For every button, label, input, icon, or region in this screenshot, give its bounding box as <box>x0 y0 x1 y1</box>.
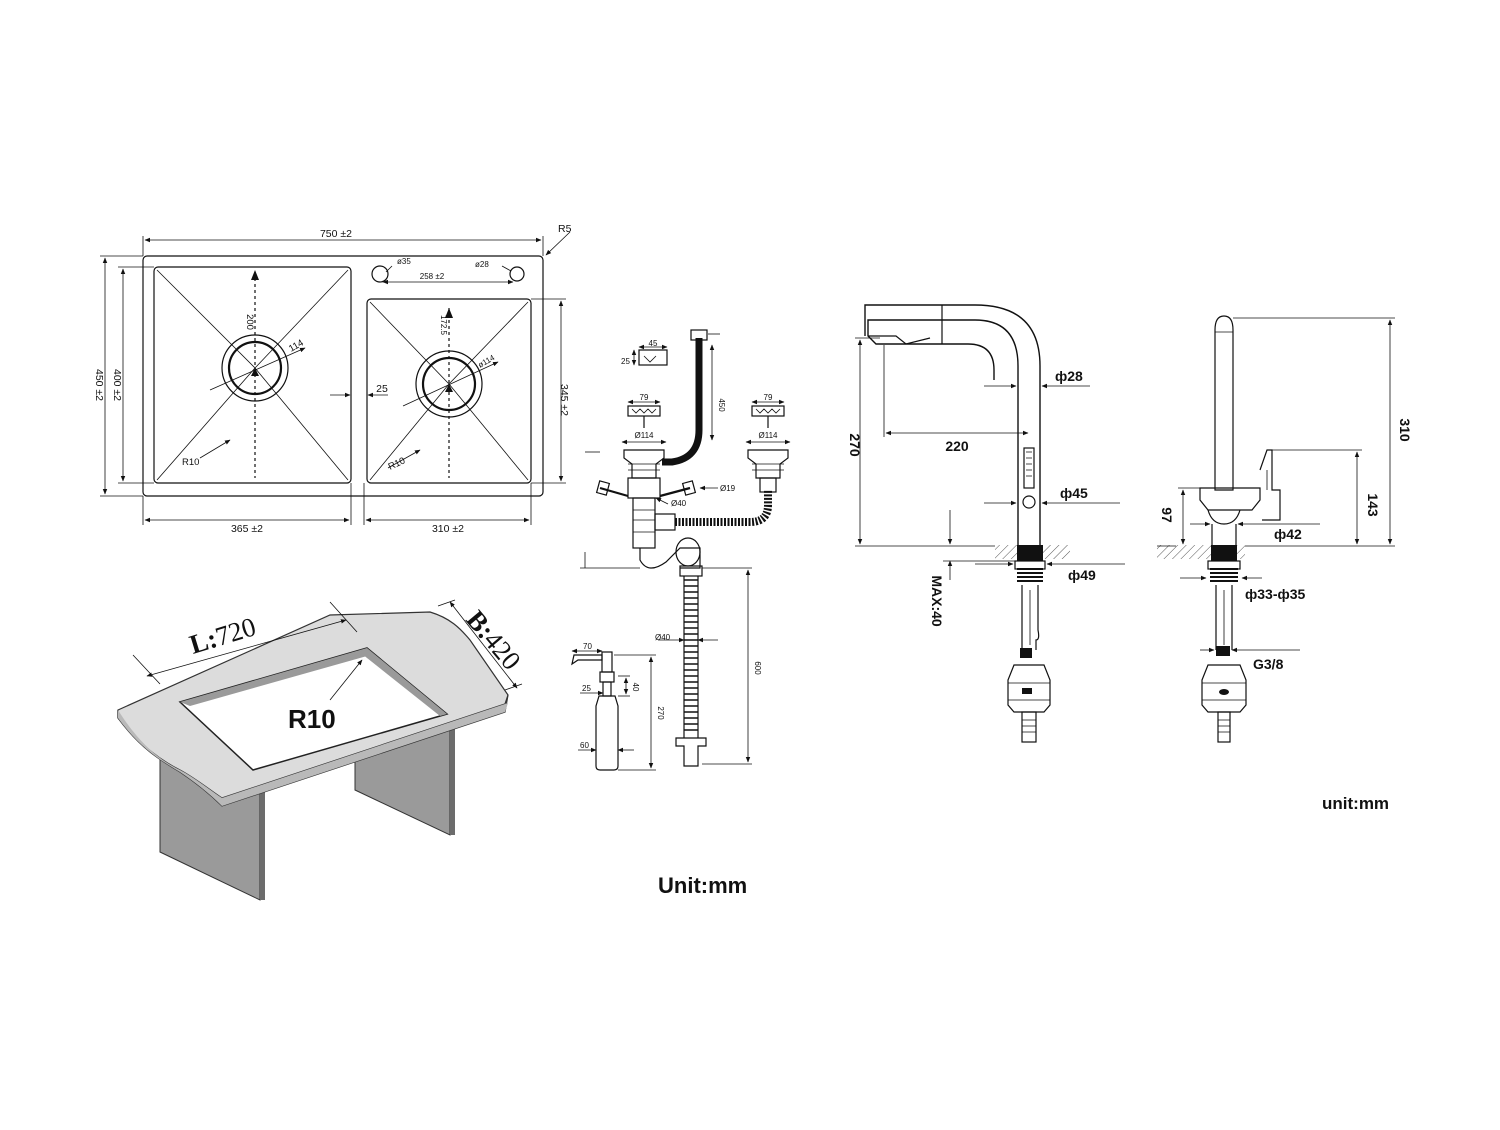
outlet-pipe <box>683 576 699 738</box>
dispenser-height-label: 270 <box>656 706 665 720</box>
overflow-cover <box>638 349 668 366</box>
tap-hole-left-label: ø35 <box>397 257 411 266</box>
dispenser-bottle-label: 60 <box>580 741 589 750</box>
cutout-radius-label: R10 <box>288 704 336 734</box>
front-height-label: 310 <box>1397 418 1413 442</box>
corner-radius-label: R5 <box>558 223 572 235</box>
soap-dispenser: 70 25 40 270 60 <box>571 642 665 771</box>
tap-hole-right <box>509 266 525 282</box>
strainer-left <box>627 405 661 417</box>
tap-spacing-label: 258 ±2 <box>420 272 445 281</box>
left-drain-offset-label: 200 <box>244 314 255 330</box>
lever-height-label: 97 <box>1159 507 1175 523</box>
overall-depth-label: 450 ±2 <box>93 369 105 401</box>
sink-outline <box>142 255 544 497</box>
left-radius-label: R10 <box>182 457 199 468</box>
faucet-front-handle <box>1259 449 1281 521</box>
length-value: 720 <box>212 611 260 652</box>
cutout-isometric: L:720 B:420 R10 <box>117 599 527 901</box>
overall-width-label: 750 ±2 <box>320 228 352 240</box>
dispenser-neck-label: 25 <box>582 684 591 693</box>
strainer-right-top-label: 79 <box>764 393 773 402</box>
inlet-40-label: Ø40 <box>671 499 687 508</box>
right-drain-offset-label: 172.5 <box>439 315 448 336</box>
pipe-40-label: Ø40 <box>655 633 671 642</box>
faucet-side-body <box>867 319 1019 545</box>
main-unit-label: Unit:mm <box>658 873 747 898</box>
drain-kit: 45 25 450 79 Ø114 Ø19 Ø40 <box>580 329 791 767</box>
thread-label: G3/8 <box>1253 656 1284 672</box>
sink-plan-view: 750 ±2 R5 ø35 ø28 258 ±2 200 114 172.5 ø… <box>93 223 572 535</box>
faucet-side-connector <box>1007 664 1051 713</box>
faucet-unit-label: unit:mm <box>1322 794 1389 813</box>
right-bowl <box>366 298 532 484</box>
overflow-width-label: 45 <box>649 339 658 348</box>
max-thickness-label: MAX:40 <box>929 575 945 627</box>
drain-tee <box>632 497 656 549</box>
divider-width-label: 25 <box>376 383 388 395</box>
overflow-height-label: 25 <box>621 357 630 366</box>
tap-hole-left <box>371 265 389 283</box>
hose-length-label: 450 <box>717 398 726 412</box>
right-radius-label: R10 <box>387 455 407 472</box>
right-bowl-width-label: 310 ±2 <box>432 523 464 535</box>
strainer-left-dia-label: Ø114 <box>635 431 655 440</box>
dispenser-bottle <box>595 695 619 771</box>
inner-depth-right-label: 345 ±2 <box>558 384 570 416</box>
side-reach-label: 220 <box>945 438 969 454</box>
basket-right <box>747 449 789 479</box>
strainer-right <box>751 405 785 417</box>
body-dia-label: ф45 <box>1060 485 1088 501</box>
connector-hose <box>675 490 772 526</box>
overflow-hose <box>662 338 703 466</box>
pipe-length-label: 600 <box>753 661 762 675</box>
base-dia-label: ф49 <box>1068 567 1096 583</box>
left-bowl-width-label: 365 ±2 <box>231 523 263 535</box>
dispenser-spout-label: 70 <box>583 642 592 651</box>
tap-hole-right-label: ø28 <box>475 260 489 269</box>
strainer-left-top-label: 79 <box>640 393 649 402</box>
spout-dia-label: ф28 <box>1055 368 1083 384</box>
faucet-front-connector <box>1201 664 1247 713</box>
faucet-side-view: 270 220 ф28 ф45 MAX:40 ф49 <box>847 304 1125 743</box>
front-base-dia-label: ф42 <box>1274 526 1302 542</box>
drain-trap <box>639 547 701 569</box>
faucet-front-view: 310 143 97 ф42 ф33-ф35 G3/8 <box>1157 315 1413 743</box>
side-height-label: 270 <box>847 433 863 457</box>
strainer-right-dia-label: Ø114 <box>759 431 779 440</box>
dispenser-spout <box>571 654 603 666</box>
hole-range-label: ф33-ф35 <box>1245 586 1306 602</box>
handle-height-label: 143 <box>1365 493 1381 517</box>
left-drain-dia-label: 114 <box>287 337 306 354</box>
left-bowl <box>153 266 352 484</box>
inner-depth-left-label: 400 ±2 <box>111 369 123 401</box>
dispenser-head-label: 40 <box>631 683 640 692</box>
inlet-19-label: Ø19 <box>720 484 736 493</box>
faucet-front-spout <box>1214 315 1234 491</box>
